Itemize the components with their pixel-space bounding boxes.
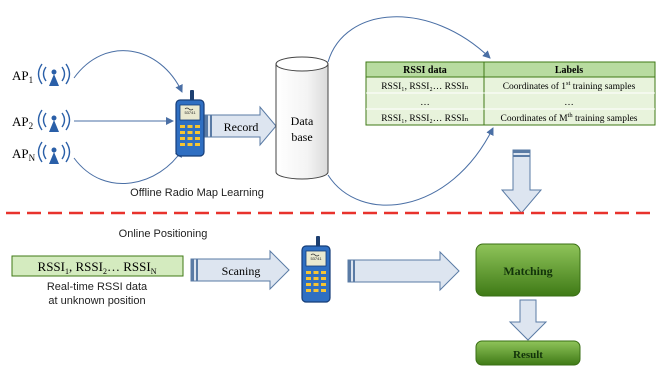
table-row-2-label: … [564, 98, 574, 108]
scan-label: Scaning [222, 264, 261, 278]
table-header-rssi: RSSI data [403, 65, 447, 76]
matching-label: Matching [503, 264, 552, 278]
wifi-signal-icon [37, 109, 71, 133]
wifi-signal-icon [37, 63, 71, 87]
online-phone-icon [301, 235, 331, 303]
table-row-1-rssi: RSSI₁, RSSI₂… RSSIₙ [381, 82, 469, 92]
table-row-3-label: Coordinates of Mth training samples [501, 112, 638, 124]
ap-n-label: AP [12, 146, 29, 161]
radio-map-table [365, 61, 656, 126]
phone-screen-text: 53741 [184, 110, 196, 115]
record-label: Record [224, 120, 259, 134]
offline-phone-icon [175, 89, 205, 157]
database-label-2: base [291, 130, 312, 144]
wifi-signal-icon [37, 141, 71, 165]
scan-arrow [190, 249, 290, 291]
db-to-table-arrow [327, 16, 491, 63]
ap-1: AP1 [12, 63, 71, 87]
ap-n: APN [12, 141, 71, 165]
matching-box [475, 243, 581, 297]
svg-text:AP2: AP2 [12, 114, 33, 131]
database-label-1: Data [291, 114, 314, 128]
ap-2-label: AP [12, 114, 29, 129]
phone-screen-text-online: 53741 [310, 256, 322, 261]
offline-section-caption: Offline Radio Map Learning [130, 187, 264, 199]
realtime-rssi-box [11, 255, 184, 277]
realtime-rssi-caption-2: at unknown position [48, 295, 145, 307]
result-label: Result [513, 349, 543, 361]
svg-text:AP1: AP1 [12, 68, 33, 85]
ap-1-label: AP [12, 68, 29, 83]
ap-2-sub: 2 [29, 121, 34, 131]
ap-1-sub: 1 [29, 75, 34, 85]
table-header-labels: Labels [555, 65, 583, 76]
online-section-caption: Online Positioning [119, 228, 208, 240]
realtime-rssi-text: RSSI1, RSSI2… RSSIN [38, 259, 157, 276]
signal-arrow-ap1 [73, 50, 183, 93]
table-row-3-rssi: RSSI₁, RSSI₂… RSSIₙ [381, 114, 469, 124]
ap-2: AP2 [12, 109, 71, 133]
table-row-2-rssi: … [420, 98, 430, 108]
table-to-db-arrow [327, 127, 494, 206]
signal-arrow-apn [73, 149, 183, 184]
table-row-1-label: Coordinates of 1st training samples [503, 80, 636, 92]
matching-to-result-arrow [508, 299, 548, 341]
realtime-rssi-caption-1: Real-time RSSI data [47, 281, 148, 293]
database-icon [275, 56, 329, 180]
result-box [475, 340, 581, 366]
record-arrow [204, 105, 277, 147]
phone-to-matching-arrow [347, 250, 460, 292]
table-to-matching-arrow [500, 149, 543, 214]
svg-text:APN: APN [12, 146, 36, 163]
ap-n-sub: N [29, 153, 36, 163]
